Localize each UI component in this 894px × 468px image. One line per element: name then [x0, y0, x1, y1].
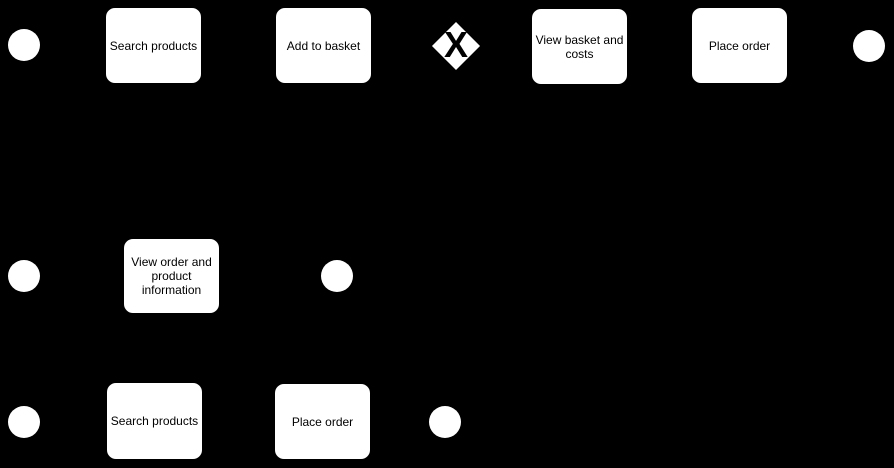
task-label: Search products	[109, 38, 198, 53]
task-view-order-and-product-information[interactable]: View order and product information	[123, 238, 220, 314]
task-label: View order and product information	[131, 255, 212, 297]
xor-gateway-x-icon: X	[443, 24, 468, 65]
start-event-circle[interactable]	[8, 29, 40, 61]
task-place-order[interactable]: Place order	[691, 7, 788, 84]
start-event-circle[interactable]	[8, 406, 40, 438]
task-label: View basket and costs	[535, 32, 624, 61]
exclusive-gateway[interactable]: X	[431, 21, 481, 71]
task-add-to-basket[interactable]: Add to basket	[275, 7, 372, 84]
task-label: Search products	[110, 414, 199, 428]
end-event-circle[interactable]	[429, 406, 461, 438]
task-search-products[interactable]: Search products	[106, 382, 203, 460]
end-event-circle[interactable]	[321, 260, 353, 292]
task-label: Place order	[708, 38, 771, 53]
end-event-circle[interactable]	[853, 30, 885, 62]
start-event-circle[interactable]	[8, 260, 40, 292]
task-place-order[interactable]: Place order	[274, 383, 371, 460]
task-search-products[interactable]: Search products	[105, 7, 202, 84]
task-view-basket-and-costs[interactable]: View basket and costs	[531, 8, 628, 85]
task-label: Place order	[291, 414, 354, 429]
task-label: Add to basket	[286, 38, 361, 53]
